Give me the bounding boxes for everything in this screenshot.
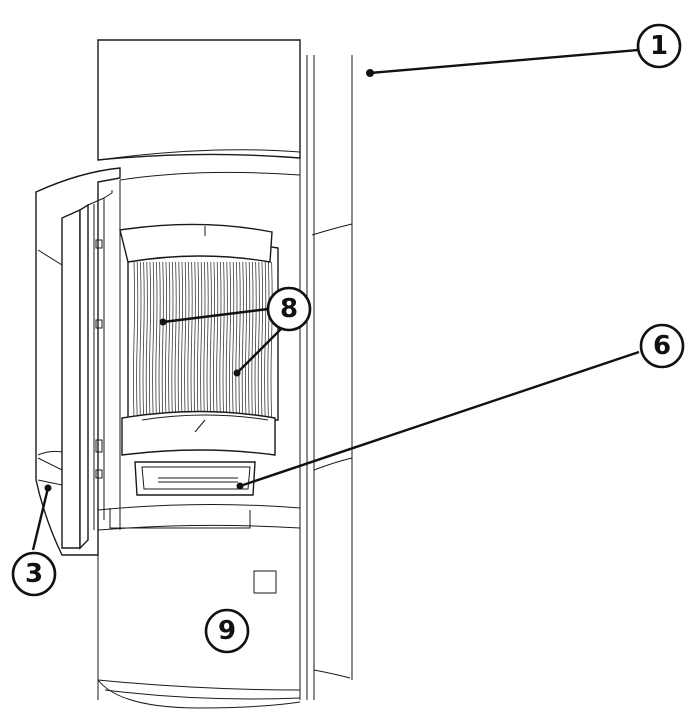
firebox-rib [145,261,148,419]
callout-label: 9 [218,616,236,646]
firebox-rib [181,261,183,419]
firebox-rib [229,261,231,419]
firebox-rib [248,261,251,419]
firebox-rib [184,261,187,419]
firebox-floor [121,410,276,456]
firebox-rib [133,261,135,419]
firebox-rib [174,261,177,419]
firebox-rib [155,261,158,419]
firebox-rib [245,261,247,419]
firebox-rib [190,261,193,419]
firebox-rib [241,261,244,419]
firebox-rib [193,261,196,419]
leader-lines [31,48,640,551]
firebox-rib [225,261,228,419]
callout-label: 1 [650,31,668,61]
callout-3: 3 [11,551,57,597]
firebox-rib [257,261,260,419]
firebox-rib [187,261,190,419]
ash-pan [134,461,256,496]
lower-body [97,503,351,700]
callout-label: 8 [280,294,298,324]
firebox-rib [136,261,139,419]
firebox-ribs [133,261,273,419]
callout-9: 9 [204,608,250,654]
vertical-rail [299,55,315,700]
firebox-rib [139,261,142,419]
firebox-rib [216,261,219,419]
firebox-rib [142,261,145,419]
firebox-rib [235,261,238,419]
firebox-rib [222,261,225,419]
air-control-square [253,570,277,594]
firebox-rib [264,261,267,419]
firebox-rib [251,261,254,419]
firebox-rib [197,261,199,419]
firebox-rib [171,261,174,419]
body-right-side [313,225,353,680]
callout-label: 3 [25,559,43,589]
firebox-rib [209,261,212,419]
firebox-rib [206,261,209,419]
firebox-rib [165,261,167,419]
firebox-rib [152,261,155,419]
upper-column [97,39,353,236]
firebox-rib [254,261,257,419]
callout-label: 6 [653,331,671,361]
firebox-rib [177,261,180,419]
firebox-rib [149,261,151,419]
baffle-plate [119,223,273,263]
firebox-rib [168,261,171,419]
firebox-rib [161,261,164,419]
firebox-rib [203,261,206,419]
callout-8: 8 [266,286,312,332]
firebox-rib [158,261,161,419]
firebox-rib [261,261,263,419]
firebox-rib [219,261,222,419]
callout-1: 1 [636,23,682,69]
firebox-rib [200,261,203,419]
open-door [35,167,121,556]
firebox-rib [238,261,241,419]
firebox-rib [213,261,215,419]
firebox-housing [119,171,301,530]
firebox-rib [232,261,235,419]
base-ring [97,679,301,709]
callout-6: 6 [639,323,685,369]
